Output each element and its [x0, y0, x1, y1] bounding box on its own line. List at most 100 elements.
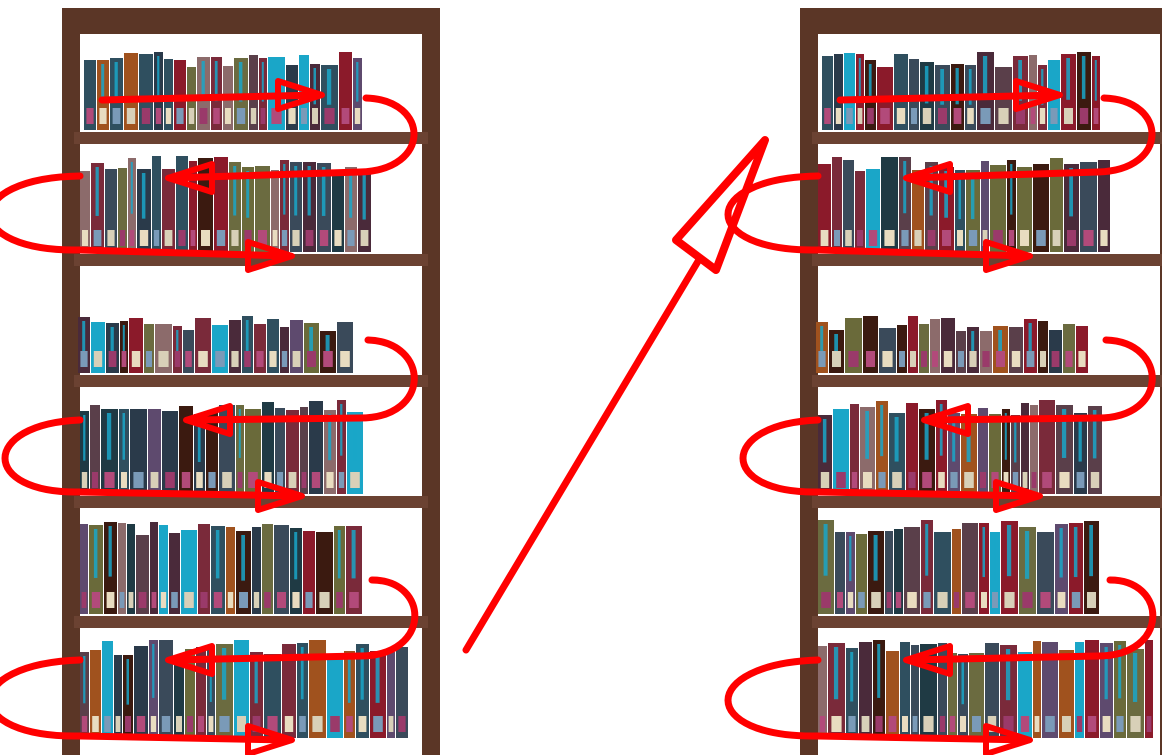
book-stripe	[820, 326, 823, 354]
book-label	[950, 716, 955, 732]
book-label	[92, 472, 98, 488]
book-label	[923, 592, 930, 608]
book-stripe	[1089, 525, 1093, 576]
book-label	[902, 716, 908, 732]
book-label	[908, 472, 915, 488]
book-stripe	[849, 536, 851, 581]
book-stripe	[363, 175, 366, 220]
book-label	[1091, 472, 1099, 488]
book-label	[1065, 351, 1072, 367]
book-label	[152, 592, 157, 608]
book-label	[958, 351, 964, 367]
book-label	[913, 716, 918, 732]
book-label	[1032, 472, 1037, 488]
bookcase-right	[800, 8, 1162, 755]
book-stripe	[131, 162, 133, 214]
book-label	[140, 230, 148, 246]
book-label	[165, 472, 175, 488]
book-label	[960, 716, 966, 732]
book-stripe	[850, 652, 853, 702]
book-label	[350, 472, 360, 488]
book-stripe	[1014, 419, 1016, 462]
book-label	[339, 472, 344, 488]
book-stripe	[157, 56, 159, 99]
book-label	[852, 472, 857, 488]
book-label	[866, 351, 875, 367]
book-stripe	[1082, 56, 1086, 99]
book-label	[950, 472, 957, 488]
book-label	[846, 108, 853, 124]
book-label	[845, 230, 852, 246]
book-label	[355, 108, 360, 124]
book-label	[910, 351, 916, 367]
book-label	[1053, 230, 1061, 246]
book-label	[1058, 592, 1066, 608]
book-label	[1103, 716, 1111, 732]
book-label	[1064, 108, 1073, 124]
book-label	[209, 716, 214, 732]
book-stripe	[255, 656, 258, 703]
book-label	[389, 716, 394, 732]
book-stripe	[865, 411, 869, 459]
book-label	[277, 592, 286, 608]
book-label	[292, 592, 299, 608]
book-label	[133, 472, 143, 488]
book-label	[162, 716, 170, 732]
book-label	[862, 716, 870, 732]
book-stripe	[983, 56, 987, 99]
book-label	[319, 592, 329, 608]
book-label	[832, 351, 841, 367]
book-label	[938, 472, 945, 488]
book-label	[923, 108, 931, 124]
book-label	[878, 472, 885, 488]
book-label	[361, 230, 369, 246]
book-label	[129, 592, 134, 608]
book-label	[1062, 716, 1071, 732]
book-label	[928, 230, 936, 246]
book-label	[858, 592, 865, 608]
book-label	[324, 108, 334, 124]
book-label	[299, 716, 306, 732]
book-label	[957, 230, 963, 246]
book-label	[848, 716, 855, 732]
book-stripe	[152, 644, 154, 698]
book-label	[1042, 472, 1052, 488]
book-label	[1021, 716, 1029, 732]
book-label	[334, 230, 341, 246]
book-stripe	[962, 658, 965, 704]
transition-arrow-shaft	[466, 258, 700, 650]
book-stripe	[1029, 323, 1032, 353]
book-label	[821, 592, 831, 608]
book-label	[1130, 716, 1140, 732]
book-label	[307, 351, 316, 367]
book-label	[836, 472, 846, 488]
book-label	[848, 351, 858, 367]
book-stripe	[1079, 417, 1082, 462]
book-label	[981, 592, 987, 608]
book-label	[94, 351, 102, 367]
book-stripe	[880, 405, 883, 456]
book-label	[176, 716, 182, 732]
book-stripe	[994, 536, 997, 581]
book-label	[92, 592, 100, 608]
book-label	[237, 716, 246, 732]
book-label	[122, 351, 127, 367]
book-label	[178, 230, 185, 246]
book-label	[921, 351, 927, 367]
book-label	[875, 716, 882, 732]
book-label	[821, 230, 829, 246]
shelf-board	[812, 132, 1162, 144]
book-stripe	[925, 524, 928, 576]
book-label	[882, 351, 892, 367]
shelf-board	[812, 375, 1162, 387]
book-label	[942, 230, 951, 246]
book-label	[104, 472, 114, 488]
book-label	[1020, 230, 1029, 246]
book-label	[165, 230, 173, 246]
book-stripe	[327, 69, 331, 105]
book-label	[198, 351, 208, 367]
book-label	[200, 592, 207, 608]
book-label	[293, 351, 301, 367]
book-label	[884, 230, 894, 246]
shelf-board	[74, 375, 428, 387]
